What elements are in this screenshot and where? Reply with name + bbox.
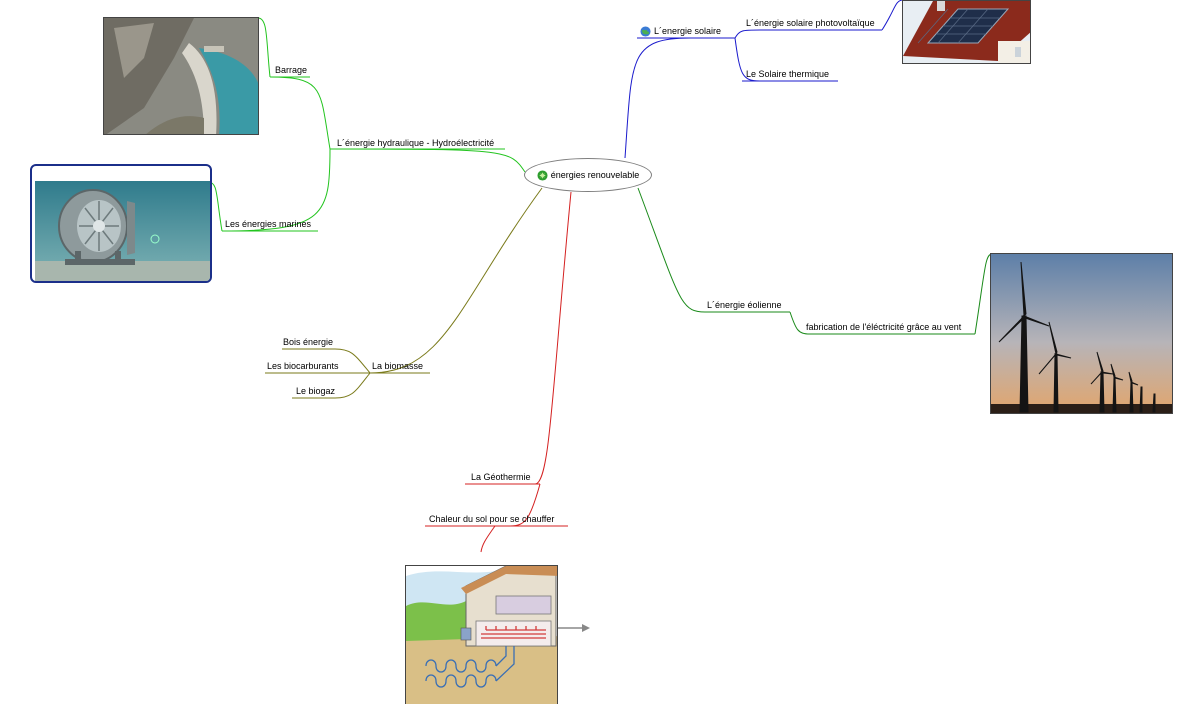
node-solaire[interactable]: L´energie solaire bbox=[640, 26, 721, 37]
connector-biomasse bbox=[369, 187, 543, 374]
connector-eolienne bbox=[637, 187, 706, 313]
connector-photovoltaique bbox=[734, 29, 882, 39]
root-node[interactable]: énergies renouvelable bbox=[524, 158, 652, 192]
root-label: énergies renouvelable bbox=[550, 170, 640, 180]
node-energies-marines[interactable]: Les énergies marines bbox=[225, 219, 312, 229]
leaf-icon bbox=[537, 169, 548, 181]
node-electricite-vent[interactable]: fabrication de l'éléctricité grâce au ve… bbox=[806, 322, 962, 332]
node-biogaz[interactable]: Le biogaz bbox=[296, 386, 336, 396]
connector-marines bbox=[221, 148, 331, 232]
node-eolienne[interactable]: L´énergie éolienne bbox=[707, 300, 782, 310]
node-solaire-thermique[interactable]: Le Solaire thermique bbox=[746, 69, 830, 79]
connector-geothermie bbox=[534, 191, 572, 485]
dam-illustration bbox=[104, 18, 258, 134]
node-chaleur-sol[interactable]: Chaleur du sol pour se chauffer bbox=[429, 514, 555, 524]
tidal-turbine-illustration bbox=[35, 181, 210, 281]
tidal-turbine-photo[interactable] bbox=[30, 164, 212, 283]
connector-barrage bbox=[269, 76, 331, 150]
geothermal-house-drawing bbox=[406, 566, 557, 704]
wind-turbines-illustration bbox=[991, 254, 1172, 413]
node-geothermie[interactable]: La Géothermie bbox=[471, 472, 531, 482]
wind-turbines-photo[interactable] bbox=[990, 253, 1173, 414]
connector-bois bbox=[282, 348, 371, 374]
arrow-right-icon bbox=[558, 624, 590, 632]
solar-roof-photo[interactable] bbox=[902, 0, 1031, 64]
node-solaire-label: L´energie solaire bbox=[654, 26, 722, 36]
node-biocarburants[interactable]: Les biocarburants bbox=[267, 361, 339, 371]
node-biomasse[interactable]: La biomasse bbox=[372, 361, 424, 371]
connector-biogaz bbox=[292, 372, 371, 399]
node-barrage[interactable]: Barrage bbox=[275, 65, 308, 75]
geothermal-house-illustration[interactable] bbox=[405, 565, 558, 704]
connector-solar-image bbox=[881, 0, 904, 31]
connector-vent bbox=[789, 311, 975, 335]
node-photovoltaique[interactable]: L´énergie solaire photovoltaïque bbox=[746, 18, 875, 28]
connector-geo-image bbox=[480, 525, 496, 553]
connector-hydraulique bbox=[329, 148, 526, 173]
solar-roof-illustration bbox=[903, 1, 1030, 63]
connector-solaire bbox=[624, 37, 691, 159]
globe-icon bbox=[640, 26, 651, 37]
dam-photo[interactable] bbox=[103, 17, 259, 135]
node-hydraulique[interactable]: L´énergie hydraulique - Hydroélectricité bbox=[337, 138, 495, 148]
connector-dam-image bbox=[257, 17, 271, 78]
node-bois-energie[interactable]: Bois énergie bbox=[283, 337, 334, 347]
